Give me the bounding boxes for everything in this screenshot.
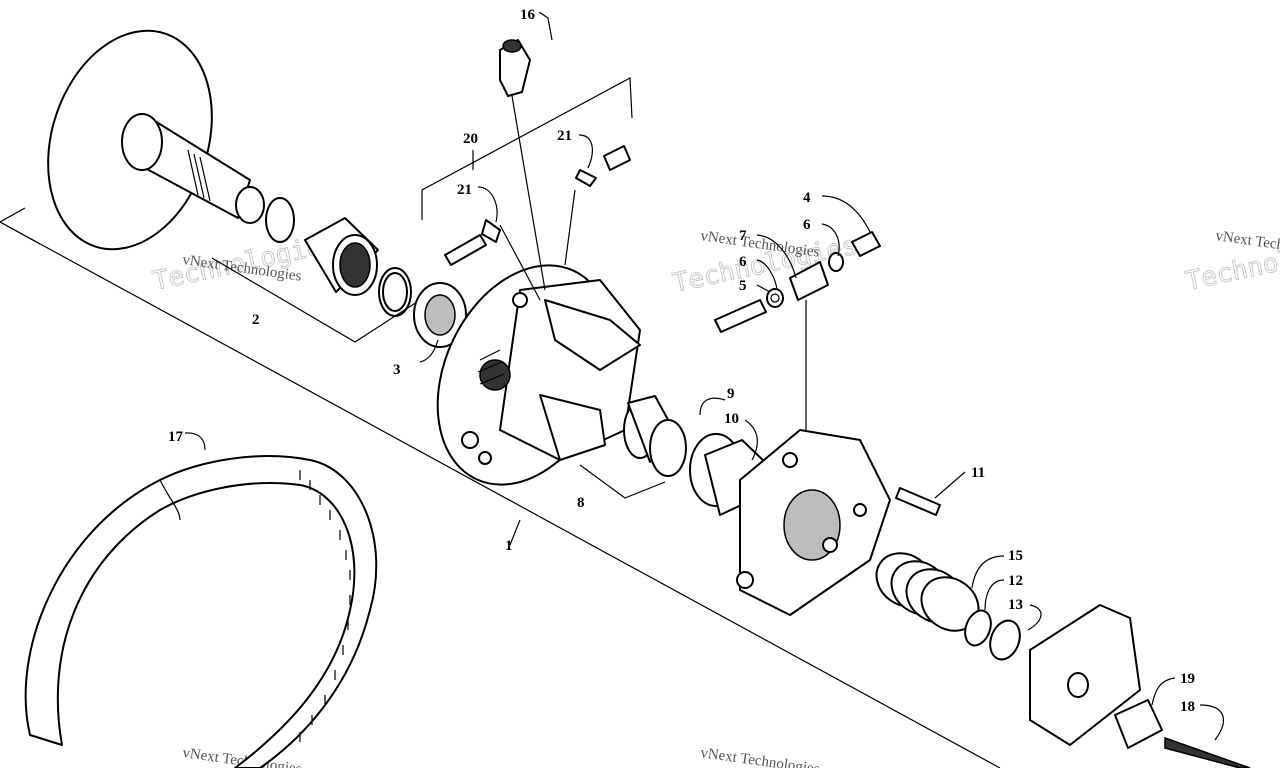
fixed-sheave [47, 29, 265, 251]
drive-belt [24, 455, 378, 769]
callout-5: 5 [739, 278, 747, 294]
callout-2: 2 [252, 312, 260, 328]
movable-sheave [421, 77, 641, 486]
callout-15: 15 [1008, 548, 1023, 564]
callout-13: 13 [1008, 597, 1023, 613]
callout-18: 18 [1180, 699, 1195, 715]
roller-set [714, 231, 881, 430]
callout-10: 10 [724, 411, 739, 427]
callout-12: 12 [1008, 573, 1023, 589]
callout-6: 6 [739, 254, 747, 270]
cam-arm [499, 39, 546, 291]
assembly-outline [0, 207, 1001, 769]
callout-21: 21 [457, 182, 472, 198]
pin-and-clip [444, 145, 631, 301]
callout-16: 16 [520, 7, 536, 23]
spring [875, 552, 980, 632]
callout-17: 17 [168, 429, 184, 445]
callout-4: 4 [803, 190, 811, 206]
cover-plate [1029, 604, 1163, 749]
callout-1: 1 [505, 538, 513, 554]
watermark-small: vNext Technologies [699, 745, 820, 768]
callout-21: 21 [557, 128, 572, 144]
callout-6: 6 [803, 217, 811, 233]
spacer-set [579, 395, 687, 499]
callout-9: 9 [727, 386, 735, 402]
bolt [1164, 736, 1251, 769]
leader-lines [184, 11, 1224, 741]
spider-assembly [736, 429, 941, 616]
callout-11: 11 [971, 465, 985, 481]
callout-7: 7 [739, 228, 747, 244]
seal [413, 282, 467, 348]
callout-19: 19 [1180, 671, 1195, 687]
callout-8: 8 [577, 495, 585, 511]
snap-rings [964, 609, 1021, 661]
bushing-set [211, 197, 421, 343]
callout-20: 20 [463, 131, 478, 147]
callout-3: 3 [393, 362, 401, 378]
callout-numbers: 1 2 3 4 5 6 6 7 8 9 10 11 12 13 15 16 17… [168, 7, 1195, 715]
